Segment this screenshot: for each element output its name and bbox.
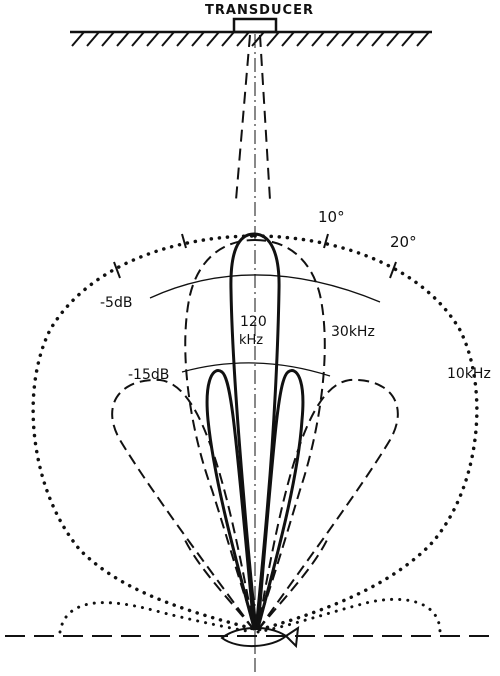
label-angle-20: 20° [390,233,417,251]
pattern-120khz-left-sidelobe [205,369,256,629]
pattern-30khz-lower-sidelobes [184,539,328,631]
hatch-stroke [416,31,430,47]
hatch-stroke [356,31,370,47]
hatch-stroke [101,31,115,47]
pattern-120khz-main [229,232,281,631]
pattern-10khz-right-sidelobe [256,597,442,634]
upper-beam-cone [235,34,271,201]
hatch-stroke [326,31,340,47]
hatch-stroke [236,31,250,47]
pattern-10khz-left-sidelobe [58,601,254,634]
surface-hatching [71,31,430,47]
label-120khz-unit: kHz [239,333,263,348]
arc-minus15db [181,362,331,377]
hatch-stroke [296,31,310,47]
transducer-label: TRANSDUCER [205,3,314,18]
hatch-stroke [401,31,415,47]
pattern-120khz-right-sidelobe [256,369,305,629]
hatch-stroke [146,31,160,47]
hatch-stroke [221,31,235,47]
sea-surface [70,30,432,47]
pattern-30khz-main [184,238,326,634]
transducer-box [232,17,278,34]
hatch-stroke [341,31,355,47]
fish-icon [220,624,300,652]
label-30khz: 30kHz [331,324,375,340]
hatch-stroke [161,31,175,47]
arc-minus5db [149,274,381,303]
pattern-30khz-right-sidelobe [257,378,399,631]
label-minus5db: -5dB [100,295,132,311]
hatch-stroke [116,31,130,47]
hatch-stroke [311,31,325,47]
hatch-stroke [266,31,280,47]
hatch-stroke [86,31,100,47]
hatch-stroke [71,31,85,47]
label-angle-10: 10° [318,208,345,226]
label-10khz: 10kHz [447,366,491,382]
label-120khz-value: 120 [240,314,267,330]
hatch-stroke [206,31,220,47]
hatch-stroke [251,31,265,47]
hatch-stroke [281,31,295,47]
hatch-stroke [386,31,400,47]
hatch-stroke [371,31,385,47]
label-minus15db: -15dB [128,367,169,383]
hatch-stroke [191,31,205,47]
hatch-stroke [176,31,190,47]
angle-ticks [113,233,397,279]
hatch-stroke [131,31,145,47]
